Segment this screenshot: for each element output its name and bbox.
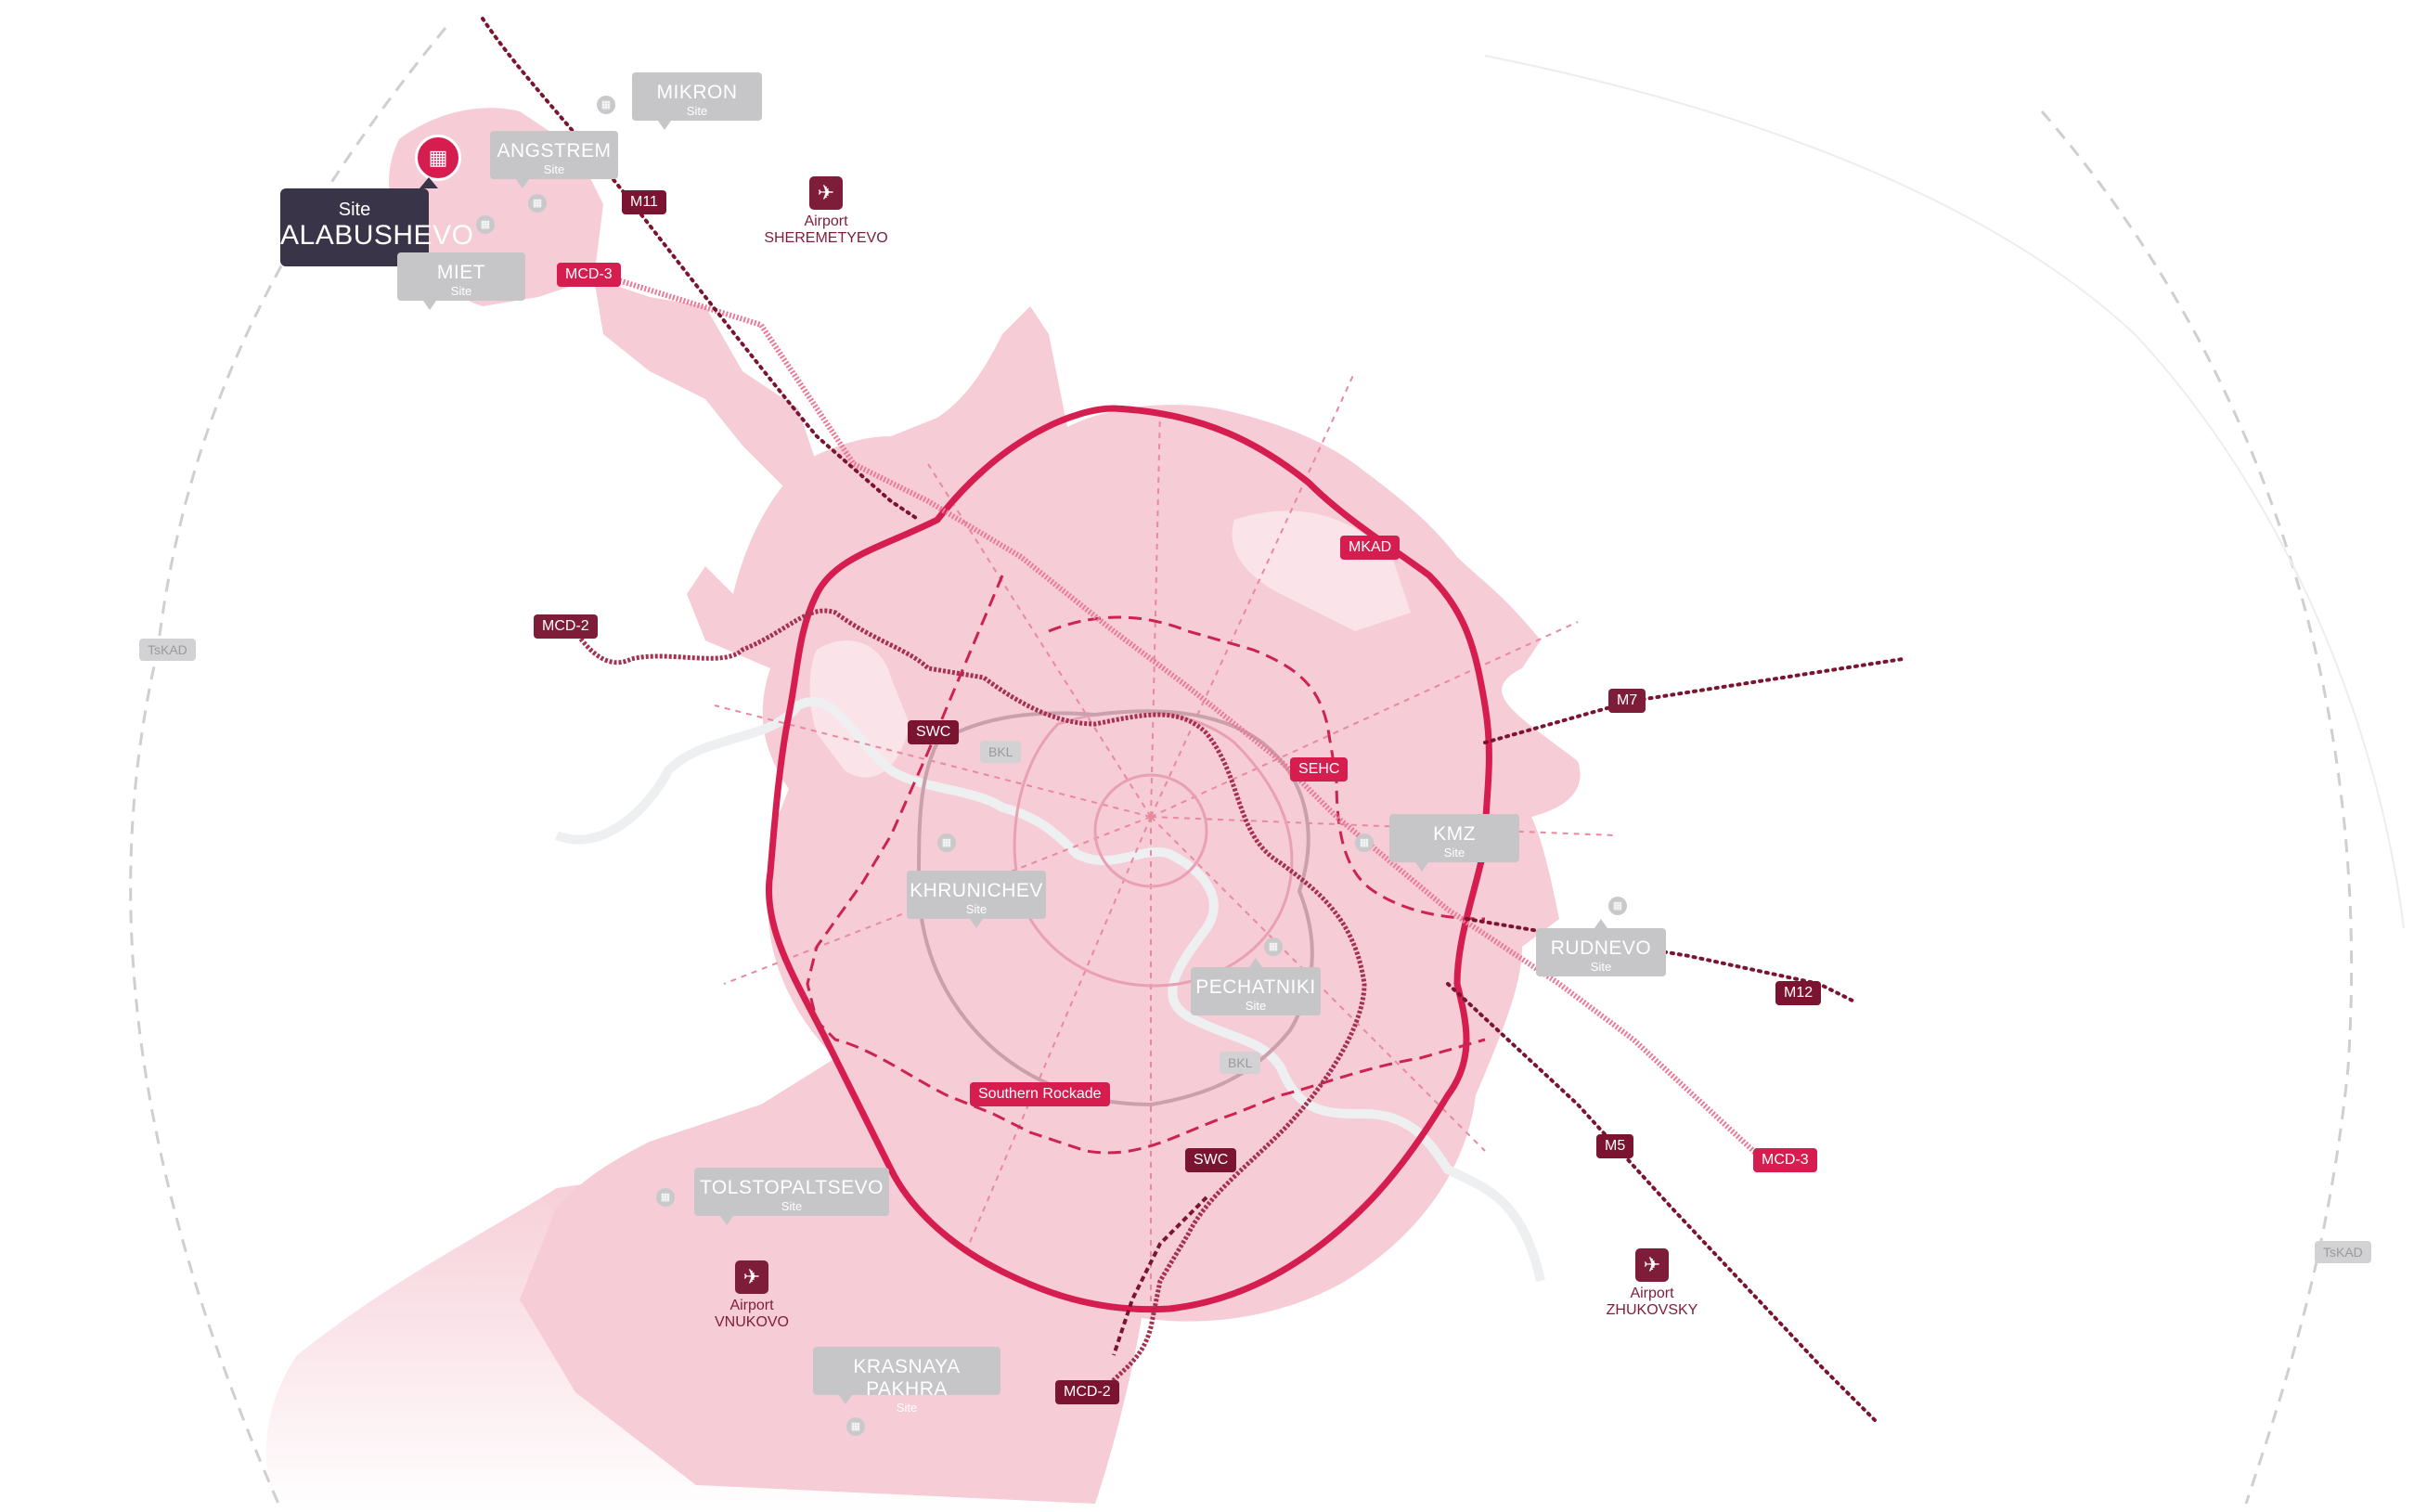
plane-icon: ✈ xyxy=(809,176,843,210)
radial-lines xyxy=(714,370,1616,1318)
airport-label: Airport xyxy=(1630,1286,1674,1301)
plane-icon: ✈ xyxy=(1635,1248,1669,1282)
site-label-kmz[interactable]: KMZ Site xyxy=(1389,814,1519,872)
road-badge-tskad-east[interactable]: TsKAD xyxy=(2315,1241,2371,1263)
site-label-angstrem[interactable]: ANGSTREM Site xyxy=(490,131,618,188)
site-sub: Site xyxy=(781,1199,803,1213)
site-name: MIET xyxy=(436,262,486,283)
building-icon: ▦ xyxy=(1355,834,1374,852)
site-label-miet[interactable]: MIET Site xyxy=(397,252,525,310)
building-icon: ▦ xyxy=(937,834,956,852)
site-label-khrunichev[interactable]: KHRUNICHEV Site xyxy=(907,871,1046,928)
road-badge-m5[interactable]: M5 xyxy=(1596,1134,1634,1158)
chord-ring xyxy=(806,575,1486,1155)
airport-zhukovsky[interactable]: ✈ Airport ZHUKOVSKY xyxy=(1582,1248,1722,1319)
rail-badge-mcd2-north[interactable]: MCD-2 xyxy=(534,614,598,639)
road-badge-m7[interactable]: M7 xyxy=(1608,689,1646,713)
site-name: MIKRON xyxy=(656,82,738,103)
rail-badge-mcd3-north[interactable]: MCD-3 xyxy=(557,263,621,287)
m5-line xyxy=(1446,982,1877,1422)
site-sub: Site xyxy=(1245,999,1267,1013)
site-sub: Site xyxy=(1590,960,1612,974)
bkl-line xyxy=(916,709,1314,1107)
site-name: KRASNAYA PAKHRA xyxy=(853,1356,961,1400)
road-badge-sehc[interactable]: SEHC xyxy=(1290,757,1349,782)
site-label-krasnaya-pakhra[interactable]: KRASNAYA PAKHRA Site xyxy=(813,1347,1000,1415)
site-label-pechatniki[interactable]: PECHATNIKI Site xyxy=(1191,958,1321,1015)
tskad-ring-east xyxy=(2040,110,2354,1505)
nw-corridor xyxy=(594,278,817,501)
site-sub: Site xyxy=(543,162,565,176)
building-icon: ▦ xyxy=(846,1417,865,1436)
alabushevo-pin-icon[interactable]: ▦ xyxy=(415,135,461,181)
mcd2-line xyxy=(573,608,1367,1394)
road-badge-tskad-west[interactable]: TsKAD xyxy=(139,639,196,661)
garden-ring xyxy=(1093,773,1208,888)
building-icon: ▦ xyxy=(528,194,547,213)
building-icon: ▦ xyxy=(476,215,495,234)
road-badge-m11[interactable]: M11 xyxy=(622,190,666,214)
road-badge-bkl-south[interactable]: BKL xyxy=(1220,1052,1261,1074)
building-icon: ▦ xyxy=(656,1188,675,1207)
site-sub: Site xyxy=(686,104,708,118)
road-badge-swc-south[interactable]: SWC xyxy=(1185,1148,1237,1172)
airport-name: VNUKOVO xyxy=(714,1314,789,1330)
site-sub: Site xyxy=(1443,846,1465,859)
building-icon: ▦ xyxy=(597,96,615,114)
outer-boundary xyxy=(1484,55,2405,929)
m7-line xyxy=(1483,657,1904,744)
site-name: KMZ xyxy=(1433,823,1476,845)
road-badge-southern-rockade[interactable]: Southern Rockade xyxy=(970,1082,1110,1106)
road-badge-mkad[interactable]: MKAD xyxy=(1340,536,1401,560)
site-name: KHRUNICHEV xyxy=(910,880,1043,901)
road-badge-m12[interactable]: M12 xyxy=(1775,981,1822,1005)
mkad-ring xyxy=(766,405,1492,1313)
building-icon: ▦ xyxy=(1264,937,1283,956)
site-name: TOLSTOPALTSEVO xyxy=(699,1177,884,1198)
site-label-rudnevo[interactable]: RUDNEVO Site xyxy=(1536,919,1666,976)
plane-icon: ✈ xyxy=(735,1260,768,1294)
site-label-mikron[interactable]: MIKRON Site xyxy=(632,72,762,130)
park-w xyxy=(809,640,910,778)
rail-badge-mcd2-south[interactable]: MCD-2 xyxy=(1055,1380,1119,1404)
site-sub: Site xyxy=(896,1401,918,1415)
airport-label: Airport xyxy=(729,1298,774,1313)
airport-vnukovo[interactable]: ✈ Airport VNUKOVO xyxy=(687,1260,817,1331)
airport-sheremetyevo[interactable]: ✈ Airport SHEREMETYEVO xyxy=(742,176,910,247)
site-name: PECHATNIKI xyxy=(1195,976,1316,998)
road-badge-bkl-north[interactable]: BKL xyxy=(980,741,1022,763)
m11-line xyxy=(481,17,921,522)
site-label-tolstopaltsevo[interactable]: TOLSTOPALTSEVO Site xyxy=(694,1168,889,1225)
rail-badge-mcd3-south[interactable]: MCD-3 xyxy=(1753,1148,1817,1172)
road-badge-swc-north[interactable]: SWC xyxy=(908,720,960,744)
airport-name: ZHUKOVSKY xyxy=(1606,1302,1698,1318)
m5-line-sw xyxy=(1112,1195,1208,1356)
main-site-name: ALABUSHEVO xyxy=(280,220,474,251)
sw-area-fade xyxy=(265,1160,1132,1512)
main-site-subtitle: Site xyxy=(338,200,371,220)
site-name: ANGSTREM xyxy=(497,140,612,162)
building-icon: ▦ xyxy=(1608,897,1627,915)
site-name: RUDNEVO xyxy=(1550,937,1652,959)
site-sub: Site xyxy=(450,284,472,298)
airport-name: SHEREMETYEVO xyxy=(764,230,888,246)
airport-label: Airport xyxy=(804,213,848,229)
site-sub: Site xyxy=(965,902,988,916)
